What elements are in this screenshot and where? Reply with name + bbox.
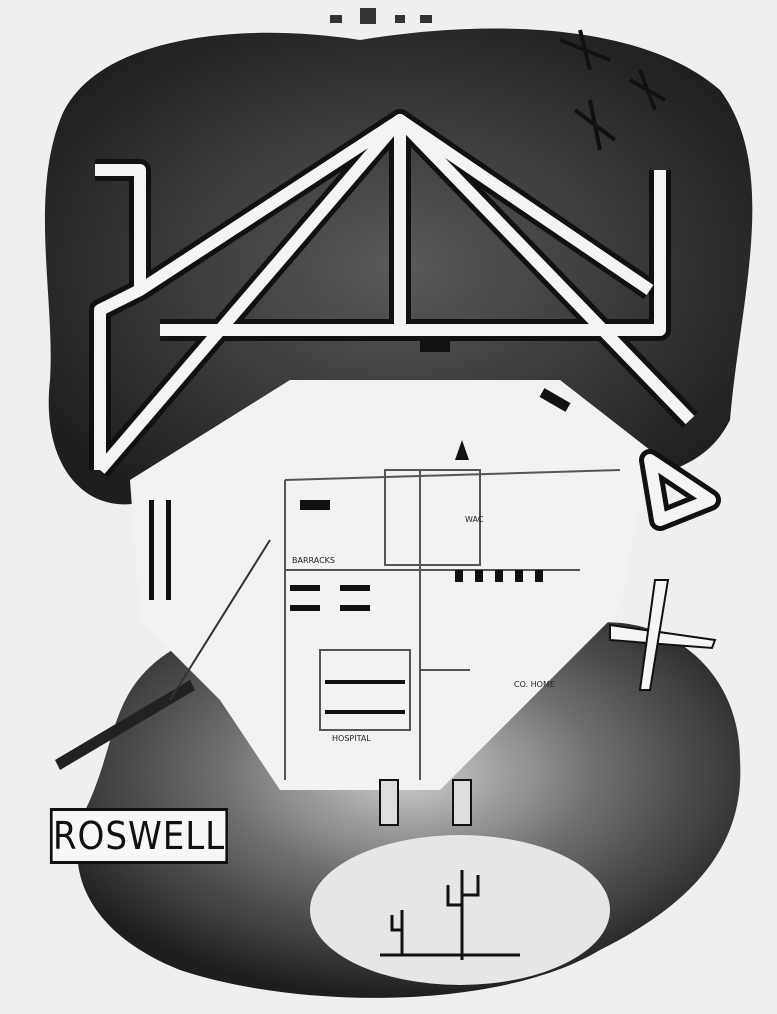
main-gate [379,779,472,826]
cactus-drawing [380,870,520,960]
distant-houses [330,8,432,24]
wac-label: WAC [465,515,484,524]
railroad-track [169,539,271,701]
desert-clearing [310,835,610,985]
map-title: ROSWELL [49,808,229,864]
barracks-label: BARRACKS [292,556,335,565]
base-area [130,380,650,790]
train-drawing [55,680,195,770]
hospital-label: HOSPITAL [332,734,371,743]
company-home-label: CO. HOME [514,680,555,689]
airplane-drawing [609,579,717,691]
base-roads [284,469,621,780]
buildings [290,340,571,714]
plane-formation [559,29,666,151]
